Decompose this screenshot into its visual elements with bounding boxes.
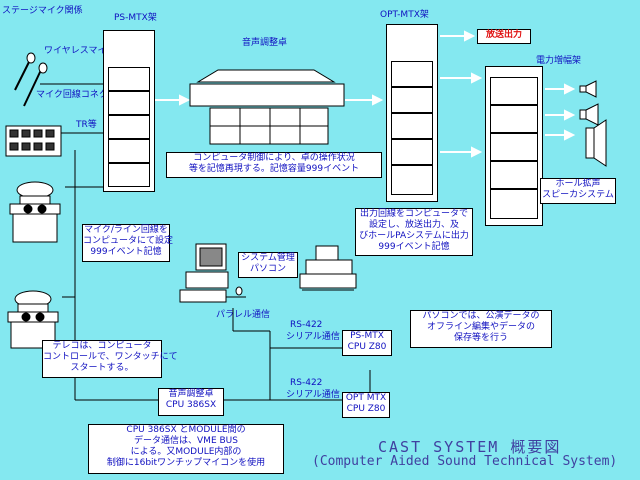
opt-mtx-rack <box>386 24 438 202</box>
console-label: 音声調整卓 <box>242 38 288 48</box>
tr-label: TR等 <box>76 120 97 130</box>
serial-top-label: シリアル通信 <box>286 332 340 342</box>
computer-icon <box>179 243 243 303</box>
rs422-top-label: RS-422 <box>290 320 323 330</box>
mic-connector-label: マイク回線コネクター <box>36 90 126 100</box>
printer-icon <box>299 245 357 291</box>
diagram-title: CAST SYSTEM 概要図 <box>378 438 562 456</box>
ps-mtx-cpu-box: PS-MTX CPU Z80 <box>342 330 392 356</box>
parallel-label: パラレル通信 <box>216 310 271 320</box>
power-amp-rack-label: 電力増幅架 <box>536 56 582 66</box>
teleco-note: テレコは、コンピュータ コントロールで、ワンタッチにて スタートする。 <box>42 340 178 378</box>
power-amp-rack <box>485 66 543 226</box>
rs422-bottom-label: RS-422 <box>290 378 323 388</box>
wireless-mic-icon <box>14 52 48 107</box>
mic-line-note: マイク/ライン回線を コンピュータにて設定 999イベント記憶 <box>82 224 173 262</box>
ps-mtx-rack <box>103 30 155 192</box>
broadcast-output: 放送出力 <box>477 29 531 44</box>
hall-speaker-box: ホール拡声 スピーカシステム <box>540 178 616 204</box>
output-note: 出力回線をコンピュータで 設定し、放送出力、及 びホールPAシステムに出力 99… <box>355 208 473 256</box>
stage-mic-label: ステージマイク関係 <box>2 6 83 16</box>
tape-recorder-icon <box>9 181 61 243</box>
diagram-subtitle: (Computer Aided Sound Technical System) <box>312 454 618 469</box>
speaker-icon <box>579 80 607 167</box>
pc-note: パソコンでは、公演データの オフライン編集やデータの 保存等を行う <box>410 310 552 348</box>
serial-bottom-label: シリアル通信 <box>286 390 340 400</box>
opt-mtx-rack-label: OPT-MTX架 <box>380 10 429 20</box>
wireless-mic-label: ワイヤレスマイク <box>44 46 116 56</box>
tape-recorder-icon <box>7 290 59 349</box>
console-cpu-box: 音声調整卓 CPU 386SX <box>158 388 224 416</box>
mic-connector-icon <box>5 125 62 157</box>
cpu-note: CPU 386SX とMODULE間の データ通信は、VME BUS による。又… <box>88 424 284 474</box>
system-pc-label: システム管理 パソコン <box>238 252 298 278</box>
opt-mtx-cpu-box: OPT MTX CPU Z80 <box>342 392 390 418</box>
ps-mtx-rack-label: PS-MTX架 <box>114 13 157 23</box>
console-note: コンピュータ制御により、卓の操作状況 等を記憶再現する。記憶容量999イベント <box>166 152 382 178</box>
mixing-console-icon <box>189 69 345 145</box>
